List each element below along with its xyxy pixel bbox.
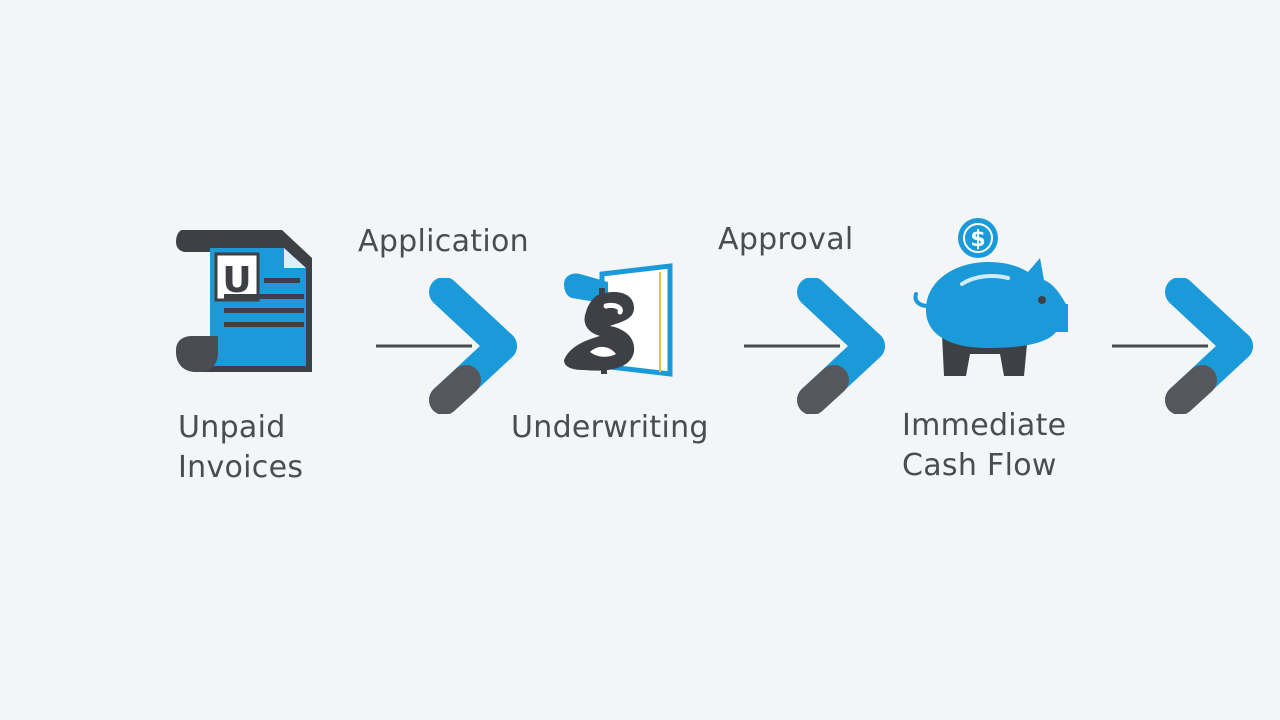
step-label-underwriting: Underwriting [511, 408, 709, 448]
step-label-line: Immediate [902, 408, 1067, 443]
connector-label-application: Application [358, 224, 529, 259]
step-label-line: Unpaid [178, 410, 286, 445]
step-label-line: Cash Flow [902, 448, 1057, 483]
chevron-right-icon [1108, 277, 1258, 415]
step-label-line: Invoices [178, 450, 304, 485]
step-label-unpaid-invoices: Unpaid Invoices [178, 408, 303, 488]
chevron-right-icon [372, 277, 522, 415]
piggy-bank-icon: $ [908, 214, 1078, 384]
step-label-line: Underwriting [511, 410, 709, 445]
invoice-document-icon: U [172, 222, 322, 382]
svg-text:$: $ [970, 227, 985, 252]
connector-label-approval: Approval [718, 222, 854, 257]
chevron-right-icon [740, 277, 890, 415]
step-label-immediate-cash-flow: Immediate Cash Flow [902, 406, 1066, 486]
dollar-document-icon [556, 262, 686, 384]
